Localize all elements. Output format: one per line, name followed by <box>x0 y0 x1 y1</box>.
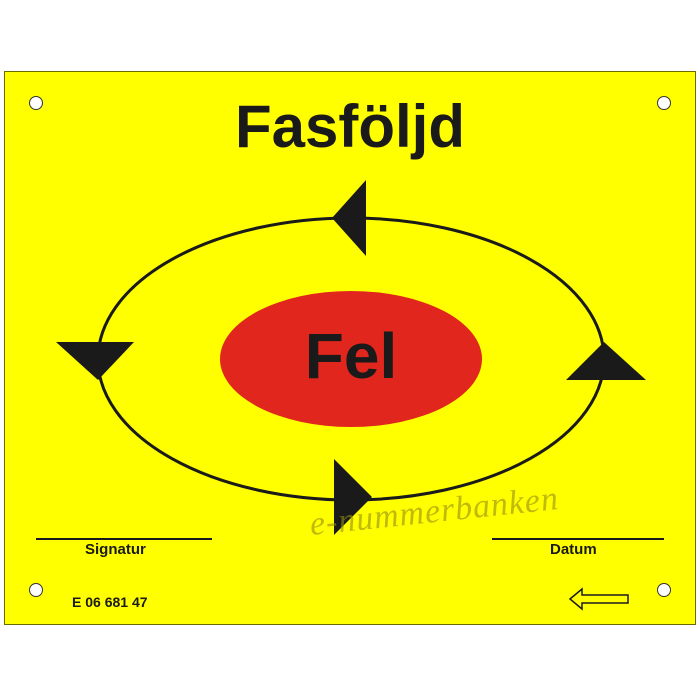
signature-label: Signatur <box>85 541 146 558</box>
mounting-hole-icon <box>29 96 43 110</box>
rotation-arrow-icon <box>566 342 646 380</box>
date-line <box>492 538 664 540</box>
rotation-arrow-icon <box>56 342 134 380</box>
product-code: E 06 681 47 <box>72 594 148 610</box>
center-oval <box>220 291 482 427</box>
signature-line <box>36 538 212 540</box>
mounting-hole-icon <box>29 583 43 597</box>
left-arrow-outline-icon <box>568 587 629 611</box>
mounting-hole-icon <box>657 96 671 110</box>
date-label: Datum <box>550 541 597 558</box>
rotation-arrow-icon <box>332 180 366 256</box>
sign-title: Fasföljd <box>234 93 465 160</box>
center-label: Fel <box>304 320 398 392</box>
rotation-arrow-icon <box>334 459 372 535</box>
mounting-hole-icon <box>657 583 671 597</box>
